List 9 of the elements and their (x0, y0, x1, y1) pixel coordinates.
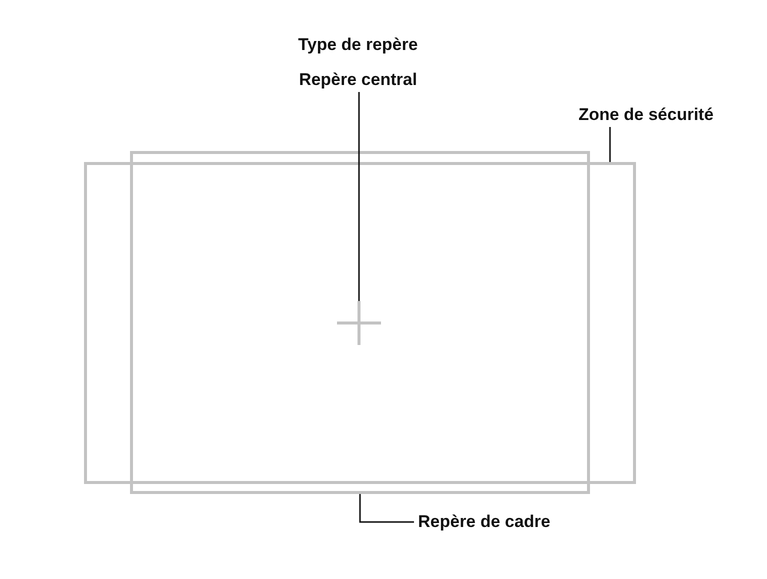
leader-line (609, 127, 611, 162)
frame-marker-outline (130, 151, 590, 494)
leader-line (358, 92, 360, 301)
part-label: Repère central (298, 70, 418, 90)
part-label: Zone de sécurité (578, 105, 714, 125)
leader-line (359, 494, 414, 523)
safety-zone-outline (84, 162, 636, 484)
diagram-title: Type de repère (298, 35, 418, 55)
part-label: Repère de cadre (418, 512, 550, 532)
